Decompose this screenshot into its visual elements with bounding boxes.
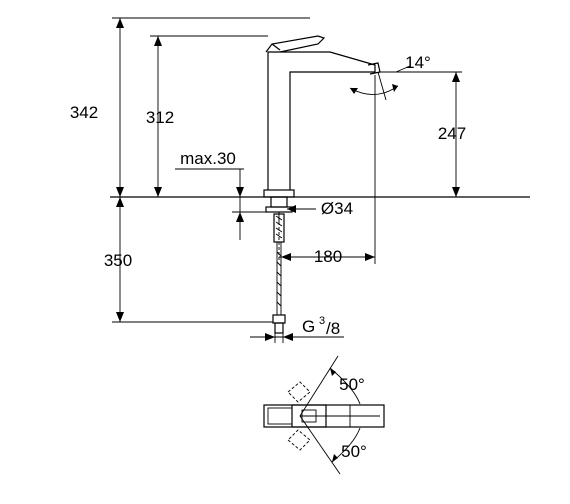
dim-thread: G 3 /8 xyxy=(250,315,344,343)
dim-hole-diameter-label: Ø34 xyxy=(321,199,353,218)
dim-hose-length: 350 xyxy=(104,197,273,323)
dim-hole-diameter: Ø34 xyxy=(287,199,353,218)
dim-spout-reach-label: 180 xyxy=(314,247,342,266)
dim-total-height: 342 xyxy=(70,17,310,197)
dim-total-height-label: 342 xyxy=(70,103,98,122)
dim-max-counter: max.30 xyxy=(175,149,266,240)
dim-hose-length-label: 350 xyxy=(104,251,132,270)
dim-spout-reach: 180 xyxy=(278,75,376,266)
top-view: 50° 50° xyxy=(263,355,385,475)
dim-thread-sup: 3 xyxy=(319,315,325,327)
dim-spout-angle-label: 14° xyxy=(405,53,431,72)
dim-max-counter-label: max.30 xyxy=(180,149,236,168)
dim-spout-height-label: 312 xyxy=(146,108,174,127)
dim-spout-height: 312 xyxy=(146,35,268,197)
dim-thread-sub: /8 xyxy=(326,319,340,338)
rotation-bottom-label: 50° xyxy=(341,442,367,461)
faucet-body xyxy=(263,35,381,198)
rotation-top-label: 50° xyxy=(339,375,365,394)
dim-outlet-height-label: 247 xyxy=(438,124,466,143)
dim-spout-angle: 14° xyxy=(349,53,431,101)
dim-thread-label: G xyxy=(302,317,315,336)
dim-outlet-height: 247 xyxy=(380,71,466,197)
